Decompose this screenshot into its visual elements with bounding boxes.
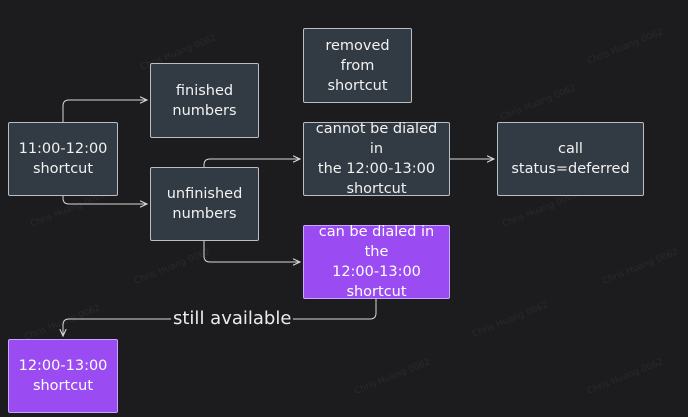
edge-shortcut-to-unfinished	[62, 196, 147, 204]
edge-unfinished-to-can-dial	[203, 241, 300, 262]
node-shortcut-12-13: 12:00-13:00 shortcut	[8, 339, 118, 413]
node-cannot-be-dialed-label: cannot be dialed in the 12:00-13:00 shor…	[315, 121, 438, 197]
edge-shortcut-to-finished	[62, 100, 147, 122]
node-removed-from-shortcut: removed from shortcut	[303, 28, 412, 103]
node-shortcut-11-12-label: 11:00-12:00 shortcut	[18, 141, 108, 177]
node-finished-numbers-label: finished numbers	[172, 82, 237, 119]
node-can-be-dialed: can be dialed in the 12:00-13:00 shortcu…	[303, 224, 450, 300]
node-unfinished-numbers-label: unfinished numbers	[166, 186, 243, 222]
node-can-be-dialed-label: can be dialed in the 12:00-13:00 shortcu…	[318, 224, 435, 300]
edge-label-still-available: still available	[171, 308, 294, 330]
node-unfinished-numbers: unfinished numbers	[150, 167, 259, 241]
node-cannot-be-dialed: cannot be dialed in the 12:00-13:00 shor…	[303, 121, 450, 197]
node-call-status-deferred: call status=deferred	[497, 122, 644, 196]
edge-unfinished-to-cannot-dial	[203, 159, 300, 167]
node-shortcut-11-12: 11:00-12:00 shortcut	[8, 122, 118, 196]
node-finished-numbers: finished numbers	[150, 63, 259, 138]
node-shortcut-12-13-label: 12:00-13:00 shortcut	[18, 358, 108, 394]
node-removed-label: removed from shortcut	[325, 37, 390, 94]
node-deferred-label: call status=deferred	[511, 141, 630, 177]
